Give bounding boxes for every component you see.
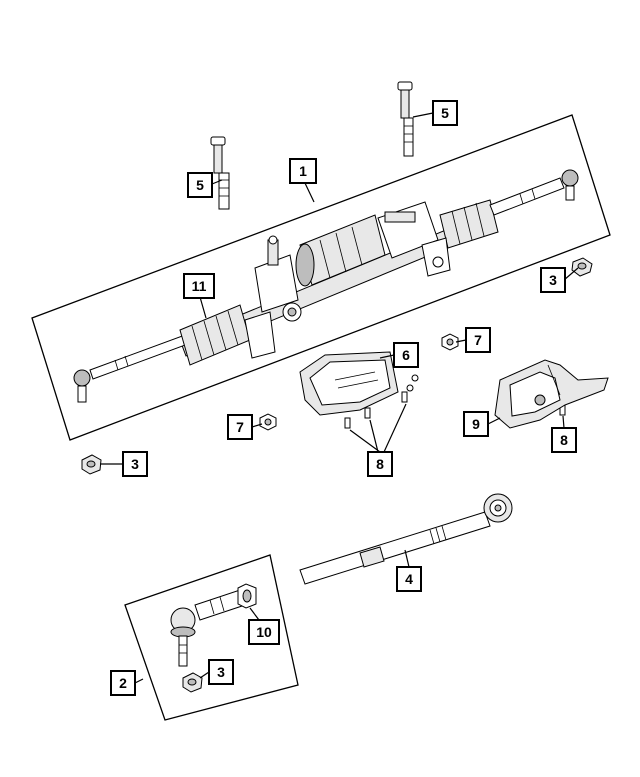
leader-7-right (455, 339, 467, 343)
leader-6 (379, 354, 395, 359)
callout-11: 11 (183, 273, 215, 299)
svg-text:5: 5 (441, 105, 449, 121)
bracket-illustration (494, 359, 609, 429)
svg-text:2: 2 (119, 675, 127, 691)
leader-10 (249, 607, 260, 621)
tie-rod-end-kit-frame (124, 554, 299, 721)
svg-text:7: 7 (236, 419, 244, 435)
callout-3-left: 3 (122, 451, 148, 477)
callout-2: 2 (110, 670, 136, 696)
screws-set (344, 391, 566, 429)
svg-text:6: 6 (402, 347, 410, 363)
callout-10: 10 (248, 619, 280, 645)
leader-5-right (412, 112, 434, 118)
leader-4 (404, 549, 410, 568)
callout-5-left: 5 (187, 172, 213, 198)
svg-text:9: 9 (472, 416, 480, 432)
leader-9 (487, 417, 501, 425)
svg-text:8: 8 (560, 432, 568, 448)
leader-8-right (562, 415, 565, 429)
leader-8-a (369, 419, 379, 453)
bolt-left (210, 136, 230, 210)
svg-text:3: 3 (131, 456, 139, 472)
callout-6: 6 (393, 342, 419, 368)
svg-text:3: 3 (549, 272, 557, 288)
nut-kit (182, 672, 203, 693)
leader-3-kit (199, 671, 210, 679)
leader-7-left (251, 423, 263, 428)
callout-7-left: 7 (227, 414, 253, 440)
callout-5-right: 5 (432, 100, 458, 126)
steering-gear-assembly-frame (31, 114, 611, 441)
leader-2 (134, 678, 144, 684)
svg-text:3: 3 (217, 664, 225, 680)
jam-nut-illustration (237, 583, 257, 609)
steering-gear-illustration (73, 169, 579, 403)
leader-5-left (211, 179, 223, 185)
leader-3-upper (563, 267, 579, 281)
callout-1: 1 (289, 158, 317, 184)
svg-text:8: 8 (376, 456, 384, 472)
svg-text:1: 1 (299, 163, 307, 179)
callout-8-center: 8 (367, 451, 393, 477)
callout-7-right: 7 (465, 327, 491, 353)
svg-text:11: 11 (192, 278, 207, 294)
leader-8-b (383, 403, 407, 453)
nut-left (81, 454, 102, 475)
leader-8-c (349, 429, 381, 453)
svg-text:10: 10 (256, 624, 272, 640)
callout-9: 9 (463, 411, 489, 437)
nut-upper-right (571, 257, 593, 277)
bolt-right (397, 81, 414, 157)
leader-11 (199, 296, 207, 319)
nut-7-left (259, 413, 277, 431)
callout-3-upper: 3 (540, 267, 566, 293)
svg-text:4: 4 (405, 571, 413, 587)
svg-text:5: 5 (196, 177, 204, 193)
outer-tie-rod-end-illustration (170, 589, 246, 667)
nut-7-right (441, 333, 459, 351)
shield-illustration (299, 351, 419, 416)
callout-8-right: 8 (551, 427, 577, 453)
inner-tie-rod-illustration (299, 493, 513, 585)
callout-4: 4 (396, 566, 422, 592)
callout-3-kit: 3 (208, 659, 234, 685)
leader-1 (303, 180, 315, 203)
svg-text:7: 7 (474, 332, 482, 348)
